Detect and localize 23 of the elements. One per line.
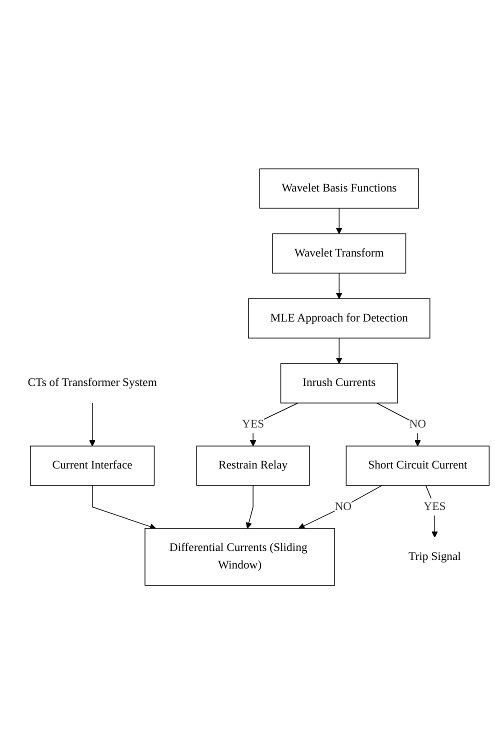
arrow [92, 485, 156, 530]
node-box: Restrain Relay [196, 446, 310, 486]
edge-label: NO [409, 418, 426, 431]
arrow [336, 273, 342, 300]
arrow [246, 485, 254, 530]
edge-label: YES [424, 500, 446, 514]
edge-label: NO [334, 500, 352, 514]
node-box: Current Interface [30, 446, 155, 486]
node-box: Wavelet Transform [272, 234, 406, 274]
node-box: Inrush Currents [280, 364, 398, 404]
node-box: Short Circuit Current [346, 446, 490, 486]
node-text: CTs of Transformer System [28, 377, 157, 390]
arrow [250, 403, 298, 447]
node-box: Differential Currents (Sliding Window) [144, 528, 336, 586]
node-box: Wavelet Basis Functions [259, 168, 419, 209]
node-text: Trip Signal [408, 550, 461, 564]
arrow [89, 403, 96, 447]
arrow [336, 208, 342, 234]
node-box: MLE Approach for Detection [248, 298, 430, 339]
arrow [336, 338, 342, 364]
arrow [298, 485, 382, 530]
edge-label: YES [242, 418, 264, 431]
arrow [376, 403, 421, 447]
